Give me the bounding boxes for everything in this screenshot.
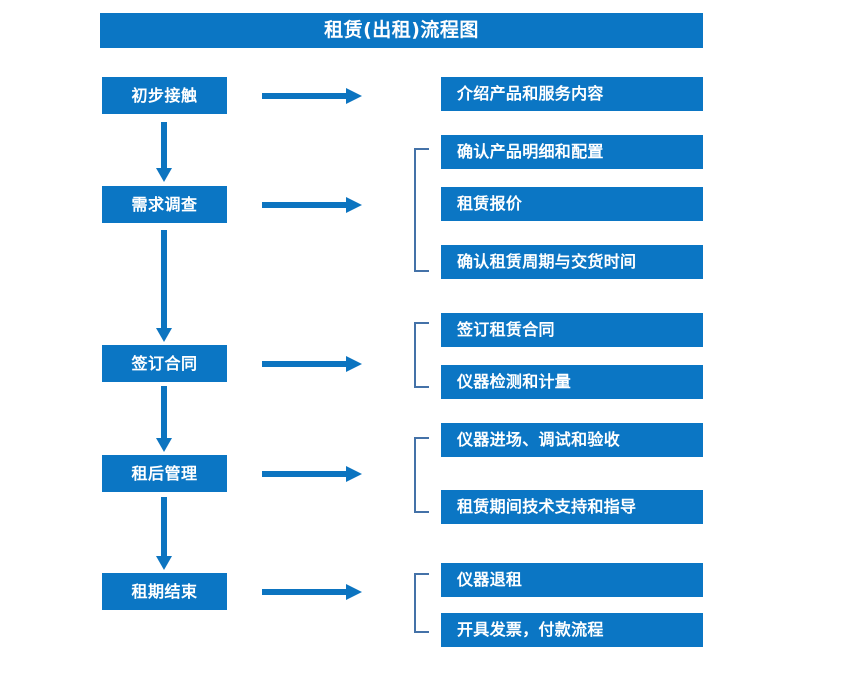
- detail-label-9: 仪器退租: [457, 570, 523, 589]
- detail-label-10: 开具发票，付款流程: [457, 620, 604, 639]
- detail-box-2[interactable]: 确认产品明细和配置: [441, 135, 703, 169]
- down-arrow-icon-2: [156, 230, 172, 342]
- detail-box-7[interactable]: 仪器进场、调试和验收: [441, 423, 703, 457]
- bracket-icon-group-5: [414, 573, 429, 633]
- stage-label-2: 需求调查: [131, 194, 198, 214]
- stage-box-4[interactable]: 租后管理: [102, 455, 227, 492]
- detail-label-8: 租赁期间技术支持和指导: [457, 497, 637, 516]
- bracket-icon-group-3: [414, 322, 429, 388]
- detail-label-7: 仪器进场、调试和验收: [457, 430, 621, 449]
- detail-box-8[interactable]: 租赁期间技术支持和指导: [441, 490, 703, 524]
- detail-label-4: 确认租赁周期与交货时间: [457, 252, 637, 271]
- detail-label-1: 介绍产品和服务内容: [457, 84, 604, 103]
- detail-box-10[interactable]: 开具发票，付款流程: [441, 613, 703, 647]
- detail-label-6: 仪器检测和计量: [457, 372, 572, 391]
- detail-box-4[interactable]: 确认租赁周期与交货时间: [441, 245, 703, 279]
- bracket-icon-group-2: [414, 148, 429, 272]
- down-arrow-icon-4: [156, 497, 172, 570]
- stage-box-1[interactable]: 初步接触: [102, 77, 227, 114]
- down-arrow-icon-1: [156, 122, 172, 182]
- diagram-title-bar: 租赁(出租)流程图: [100, 13, 703, 48]
- detail-box-6[interactable]: 仪器检测和计量: [441, 365, 703, 399]
- stage-label-3: 签订合同: [131, 353, 198, 373]
- detail-box-1[interactable]: 介绍产品和服务内容: [441, 77, 703, 111]
- stage-box-5[interactable]: 租期结束: [102, 573, 227, 610]
- stage-label-4: 租后管理: [131, 463, 198, 483]
- right-arrow-icon-5: [262, 584, 362, 600]
- stage-box-3[interactable]: 签订合同: [102, 345, 227, 382]
- detail-box-5[interactable]: 签订租赁合同: [441, 313, 703, 347]
- down-arrow-icon-3: [156, 386, 172, 452]
- right-arrow-icon-1: [262, 88, 362, 104]
- right-arrow-icon-2: [262, 197, 362, 213]
- stage-box-2[interactable]: 需求调查: [102, 186, 227, 223]
- right-arrow-icon-4: [262, 466, 362, 482]
- right-arrow-icon-3: [262, 356, 362, 372]
- detail-label-2: 确认产品明细和配置: [457, 142, 604, 161]
- detail-label-3: 租赁报价: [457, 194, 523, 213]
- bracket-icon-group-4: [414, 437, 429, 513]
- detail-box-3[interactable]: 租赁报价: [441, 187, 703, 221]
- detail-label-5: 签订租赁合同: [457, 320, 555, 339]
- stage-label-1: 初步接触: [131, 85, 198, 105]
- diagram-title: 租赁(出租)流程图: [324, 19, 479, 41]
- stage-label-5: 租期结束: [131, 581, 198, 601]
- detail-box-9[interactable]: 仪器退租: [441, 563, 703, 597]
